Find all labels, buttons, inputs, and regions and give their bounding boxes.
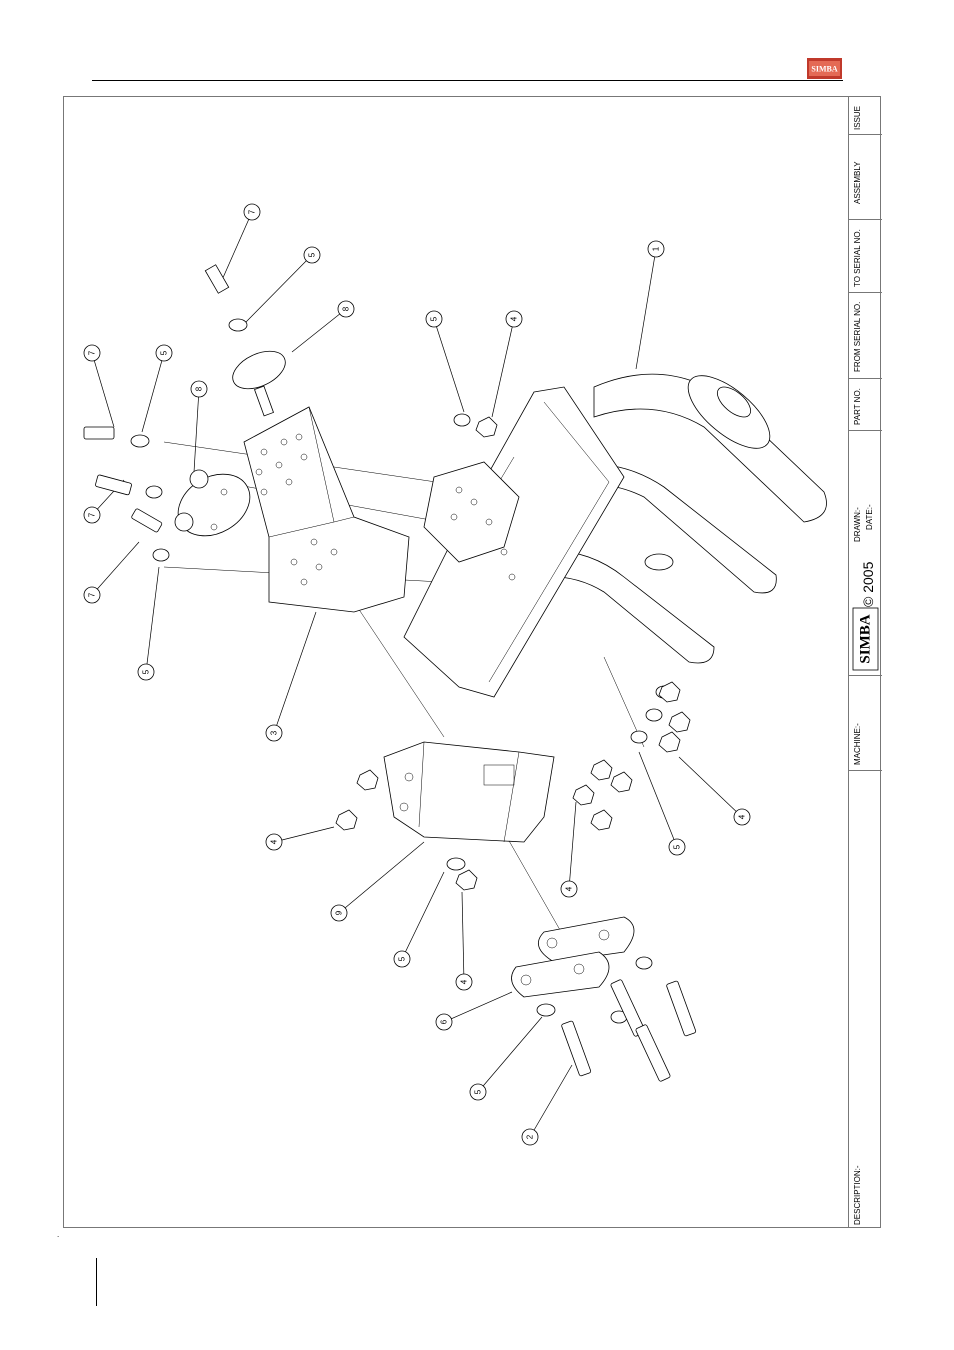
part-callouts: 7 5 8 5 4 1 7 5 8 7 7 5 3 4 9 5 4 4 5 4 6 5 2 [84, 204, 750, 1145]
callout-label: 5 [430, 316, 439, 321]
tb-divider [849, 770, 882, 771]
callout-label: 7 [88, 350, 97, 355]
drawn-label: DRAWN:- [853, 507, 862, 542]
callout-label: 5 [308, 252, 317, 257]
callout-4: 4 [734, 809, 750, 825]
callout-4: 4 [266, 834, 282, 850]
callout-5: 5 [426, 311, 442, 327]
callout-label: 7 [88, 512, 97, 517]
header-rule [92, 80, 843, 81]
washers-5 [131, 319, 672, 1023]
callout-label: 4 [510, 316, 519, 321]
callout-7: 7 [84, 507, 100, 523]
logo-text: SIMBA [811, 65, 837, 74]
callout-2: 2 [522, 1129, 538, 1145]
long-bolts-2 [561, 979, 696, 1082]
assembly-label: ASSEMBLY [853, 161, 862, 204]
tb-divider [849, 675, 882, 676]
callout-label: 9 [335, 910, 344, 915]
leader-lines [92, 212, 742, 1137]
to-serial-label: TO SERIAL NO. [853, 229, 862, 287]
tb-divider [849, 219, 882, 220]
copyright-text: © 2005 [860, 562, 876, 607]
callout-label: 4 [270, 839, 279, 844]
callout-label: 4 [460, 979, 469, 984]
callout-9: 9 [331, 905, 347, 921]
callout-5: 5 [669, 839, 685, 855]
tb-divider [849, 134, 882, 135]
footer-mark: . [57, 1230, 59, 1239]
callout-label: 6 [440, 1019, 449, 1024]
callout-label: 1 [652, 246, 661, 251]
callout-label: 7 [88, 592, 97, 597]
callout-label: 4 [738, 814, 747, 819]
callout-5: 5 [394, 951, 410, 967]
callout-label: 5 [474, 1089, 483, 1094]
tb-divider [849, 292, 882, 293]
callout-label: 5 [673, 844, 682, 849]
callout-label: 5 [142, 669, 151, 674]
title-block: ISSUE ASSEMBLY TO SERIAL NO. FROM SERIAL… [848, 97, 881, 1228]
callout-5: 5 [470, 1084, 486, 1100]
callout-label: 3 [270, 730, 279, 735]
callout-label: 8 [342, 306, 351, 311]
part-no-label: PART NO. [853, 388, 862, 425]
from-serial-label: FROM SERIAL NO. [853, 302, 862, 372]
callout-label: 8 [195, 386, 204, 391]
callout-4: 4 [506, 311, 522, 327]
callout-5: 5 [138, 664, 154, 680]
callout-4: 4 [456, 974, 472, 990]
callout-label: 4 [565, 886, 574, 891]
exploded-assembly-drawing: 7 5 8 5 4 1 7 5 8 7 7 5 3 4 9 5 4 4 5 4 6 5 2 [64, 97, 848, 1228]
tb-divider [849, 378, 882, 379]
callout-label: 5 [398, 956, 407, 961]
callout-7: 7 [84, 587, 100, 603]
footer-tick [96, 1258, 97, 1306]
toolbar-beam [404, 387, 624, 697]
simba-title-logo: SIMBA [852, 607, 879, 671]
callout-8: 8 [191, 381, 207, 397]
callout-3: 3 [266, 725, 282, 741]
mounting-bracket [244, 407, 409, 612]
tb-divider [849, 430, 882, 431]
simba-header-logo: SIMBA [807, 58, 842, 79]
machine-label: MACHINE:- [853, 723, 862, 765]
callout-7: 7 [244, 204, 260, 220]
description-label: DESCRIPTION:- [853, 1165, 862, 1225]
callout-label: 7 [248, 209, 257, 214]
callout-1: 1 [648, 241, 664, 257]
callout-5: 5 [304, 247, 320, 263]
date-label: DATE:- [865, 504, 874, 530]
callout-label: 2 [526, 1134, 535, 1139]
callout-4: 4 [561, 881, 577, 897]
issue-label: ISSUE [853, 106, 862, 130]
callout-6: 6 [436, 1014, 452, 1030]
callout-label: 5 [160, 350, 169, 355]
clamp-bracket [384, 742, 554, 842]
callout-8: 8 [338, 301, 354, 317]
callout-5: 5 [156, 345, 172, 361]
simba-logo-text: SIMBA [858, 614, 874, 663]
callout-7: 7 [84, 345, 100, 361]
